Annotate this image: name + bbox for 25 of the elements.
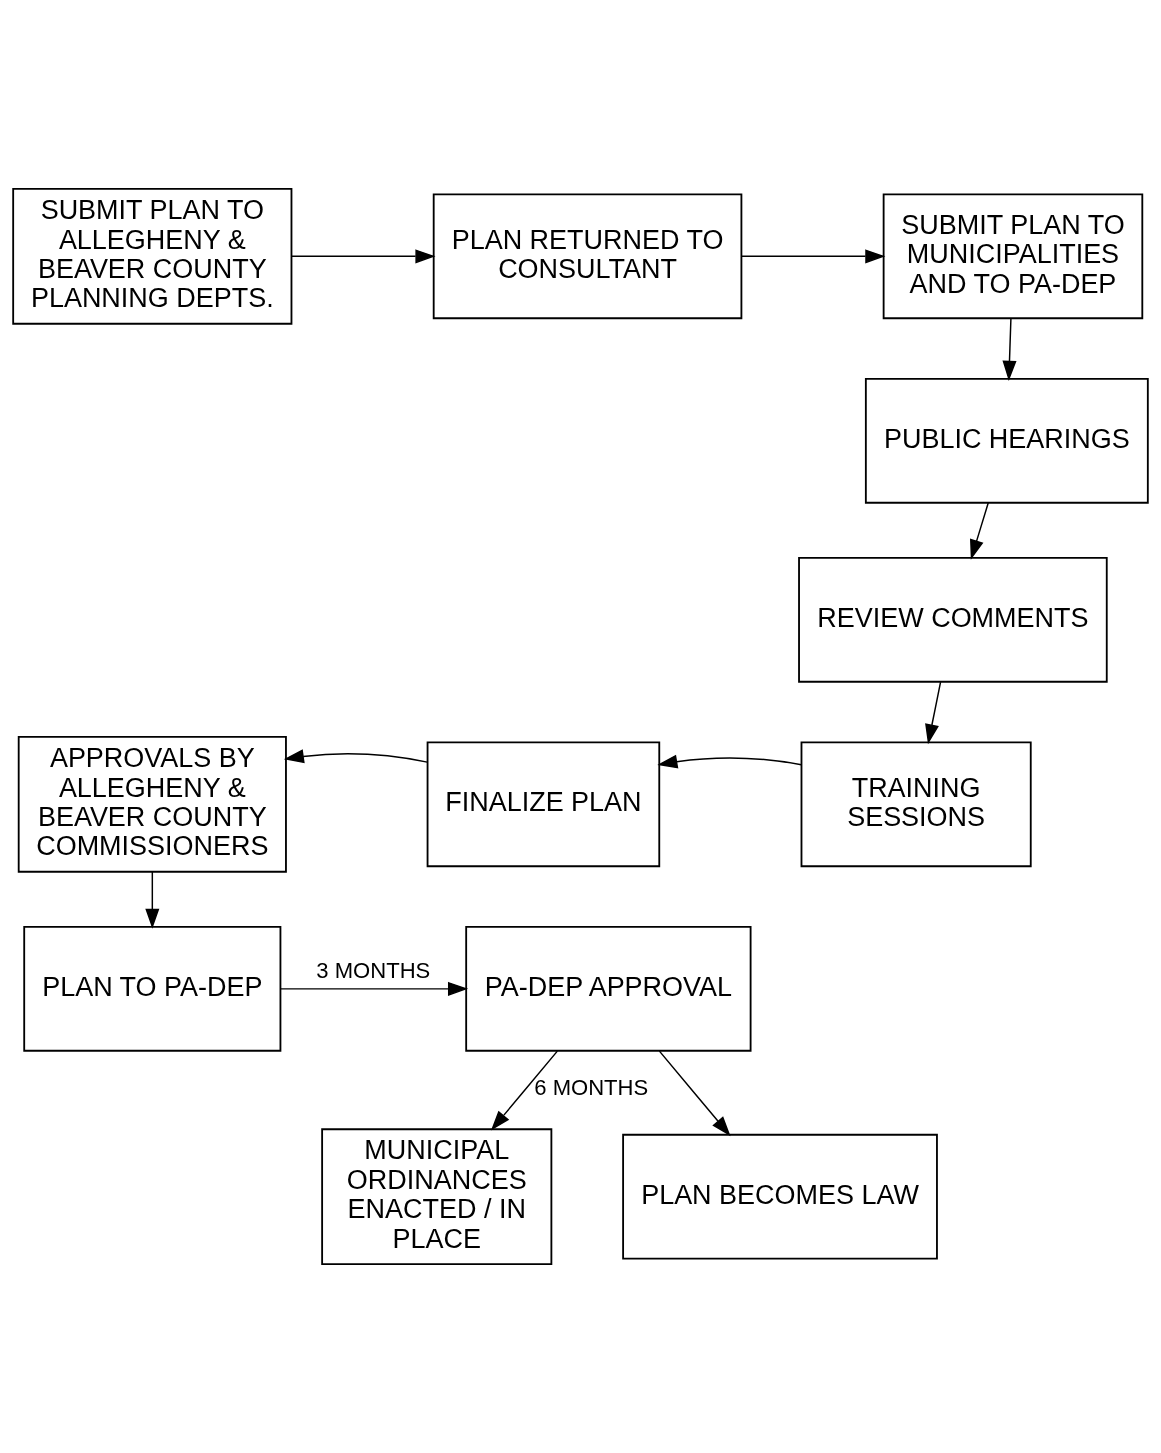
node-box: MUNICIPAL ORDINANCES ENACTED / IN PLACE	[321, 1128, 553, 1265]
node-box: REVIEW COMMENTS	[798, 557, 1108, 683]
node-box: TRAINING SESSIONS	[800, 741, 1032, 868]
node-box: PLAN TO PA-DEP	[23, 926, 282, 1052]
node-box: PLAN RETURNED TO CONSULTANT	[432, 193, 743, 320]
node-box: PA-DEP APPROVAL	[465, 926, 752, 1052]
arrow	[490, 1050, 559, 1131]
edge-label: 6 MONTHS	[534, 1075, 649, 1101]
arrow	[740, 249, 886, 264]
arrow	[925, 681, 942, 745]
edge-label: 3 MONTHS	[316, 958, 431, 984]
arrow	[279, 981, 469, 996]
arrow	[970, 502, 989, 560]
node-box: FINALIZE PLAN	[426, 741, 661, 868]
node-box: SUBMIT PLAN TO MUNICIPALITIES AND TO PA-DEP	[882, 193, 1144, 320]
node-box: SUBMIT PLAN TO ALLEGHENY & BEAVER COUNTY PLANNING DEPTS.	[12, 188, 293, 325]
node-box: PLAN BECOMES LAW	[622, 1133, 938, 1260]
arrow	[658, 1050, 731, 1137]
node-box: PUBLIC HEARINGS	[864, 378, 1149, 504]
arrow	[657, 754, 803, 769]
arrow	[283, 749, 428, 764]
node-box: APPROVALS BY ALLEGHENY & BEAVER COUNTY COMMISSIONERS	[17, 736, 287, 873]
arrow	[1002, 317, 1017, 381]
arrow	[145, 871, 160, 929]
arrow	[291, 249, 436, 264]
